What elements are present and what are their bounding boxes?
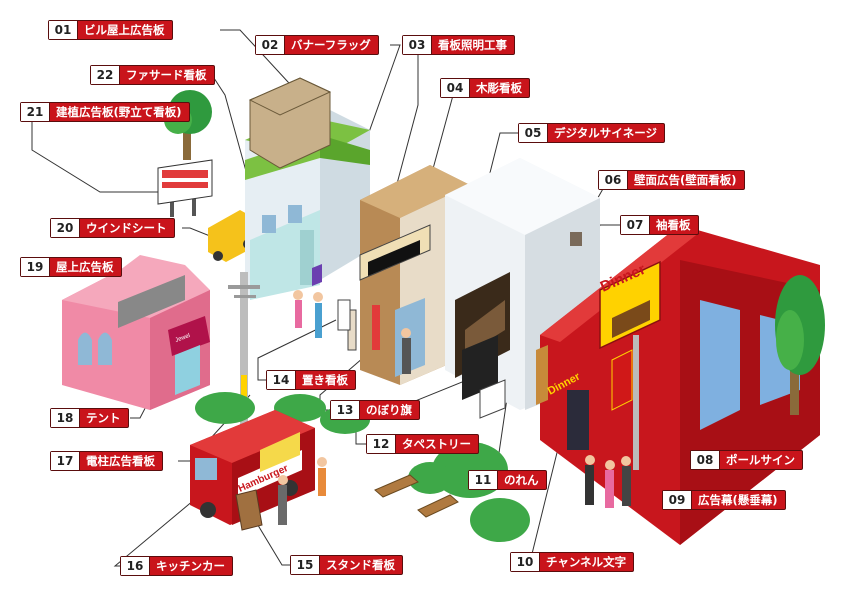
callout-number: 02 bbox=[256, 36, 285, 54]
callout-label-09: 09 広告幕(懸垂幕) bbox=[662, 490, 786, 510]
callout-number: 09 bbox=[663, 491, 692, 509]
callout-text: 袖看板 bbox=[656, 218, 691, 232]
tree-right bbox=[775, 275, 825, 415]
callout-text: 看板照明工事 bbox=[438, 38, 507, 52]
callout-text: テント bbox=[86, 411, 121, 425]
callout-text: ポールサイン bbox=[726, 453, 795, 467]
callout-number: 08 bbox=[691, 451, 720, 469]
callout-label-10: 10 チャンネル文字 bbox=[510, 552, 635, 572]
callout-label-17: 17 電柱広告看板 bbox=[50, 451, 163, 471]
callout-number: 07 bbox=[621, 216, 650, 234]
callout-text: 屋上広告板 bbox=[56, 260, 114, 274]
callout-label-01: 01 ビル屋上広告板 bbox=[48, 20, 173, 40]
building-green bbox=[245, 77, 370, 300]
callout-label-03: 03 看板照明工事 bbox=[402, 35, 515, 55]
callout-number: 01 bbox=[49, 21, 78, 39]
callout-number: 19 bbox=[21, 258, 50, 276]
callout-label-12: 12 タペストリー bbox=[366, 434, 479, 454]
callout-label-14: 14 置き看板 bbox=[266, 370, 356, 390]
callout-text: ビル屋上広告板 bbox=[84, 23, 165, 37]
callout-text: バナーフラッグ bbox=[291, 38, 371, 52]
callout-number: 04 bbox=[441, 79, 470, 97]
callout-number: 06 bbox=[599, 171, 628, 189]
callout-label-13: 13 のぼり旗 bbox=[330, 400, 420, 420]
callout-number: 17 bbox=[51, 452, 80, 470]
callout-label-05: 05 デジタルサイネージ bbox=[518, 123, 666, 143]
banner-flags bbox=[337, 299, 380, 351]
people bbox=[278, 290, 631, 525]
leader-line-21 bbox=[31, 118, 160, 193]
building-brown bbox=[359, 165, 470, 385]
callout-text: 置き看板 bbox=[302, 373, 348, 387]
building-pink bbox=[62, 255, 210, 410]
callout-label-04: 04 木彫看板 bbox=[440, 78, 530, 98]
callout-number: 11 bbox=[469, 471, 498, 489]
leader-line-14 bbox=[257, 319, 337, 381]
leader-line-01 bbox=[220, 29, 301, 96]
callout-number: 16 bbox=[121, 557, 150, 575]
callout-number: 15 bbox=[291, 556, 320, 574]
callout-text: のれん bbox=[504, 473, 539, 487]
callout-number: 14 bbox=[267, 371, 296, 389]
callout-label-07: 07 袖看板 bbox=[620, 215, 699, 235]
callout-label-15: 15 スタンド看板 bbox=[290, 555, 403, 575]
callout-label-22: 22 ファサード看板 bbox=[90, 65, 215, 85]
callout-label-08: 08 ポールサイン bbox=[690, 450, 803, 470]
callout-number: 12 bbox=[367, 435, 396, 453]
callout-number: 10 bbox=[511, 553, 540, 571]
callout-text: 電柱広告看板 bbox=[86, 454, 155, 468]
tree-back-left bbox=[164, 90, 212, 160]
callout-text: チャンネル文字 bbox=[546, 555, 627, 569]
callout-text: のぼり旗 bbox=[366, 403, 412, 417]
callout-text: 建植広告板(野立て看板) bbox=[56, 105, 182, 119]
tent-text: Jewel bbox=[175, 333, 191, 344]
stand-sign bbox=[235, 489, 263, 531]
callout-label-19: 19 屋上広告板 bbox=[20, 257, 122, 277]
utility-pole bbox=[228, 272, 260, 447]
callout-label-06: 06 壁面広告(壁面看板) bbox=[598, 170, 745, 190]
callout-number: 03 bbox=[403, 36, 432, 54]
callout-text: タペストリー bbox=[402, 437, 471, 451]
callout-number: 22 bbox=[91, 66, 120, 84]
callout-text: キッチンカー bbox=[156, 559, 225, 573]
callout-number: 05 bbox=[519, 124, 548, 142]
callout-text: ファサード看板 bbox=[126, 68, 207, 82]
callout-label-02: 02 バナーフラッグ bbox=[255, 35, 379, 55]
callout-label-21: 21 建植広告板(野立て看板) bbox=[20, 102, 190, 122]
callout-number: 13 bbox=[331, 401, 360, 419]
callout-label-11: 11 のれん bbox=[468, 470, 547, 490]
callout-label-20: 20 ウインドシート bbox=[50, 218, 175, 238]
callout-text: 壁面広告(壁面看板) bbox=[634, 173, 737, 187]
callout-text: 広告幕(懸垂幕) bbox=[698, 493, 778, 507]
callout-number: 18 bbox=[51, 409, 80, 427]
callout-label-16: 16 キッチンカー bbox=[120, 556, 233, 576]
callout-number: 20 bbox=[51, 219, 80, 237]
leader-line-15 bbox=[249, 511, 290, 566]
benches bbox=[374, 474, 459, 518]
food-truck bbox=[190, 410, 315, 525]
callout-text: ウインドシート bbox=[86, 221, 167, 235]
callout-text: デジタルサイネージ bbox=[554, 126, 658, 140]
callout-text: 木彫看板 bbox=[476, 81, 522, 95]
billboard-roadside bbox=[157, 159, 213, 217]
callout-number: 21 bbox=[21, 103, 50, 121]
callout-label-18: 18 テント bbox=[50, 408, 129, 428]
callout-text: スタンド看板 bbox=[326, 558, 395, 572]
